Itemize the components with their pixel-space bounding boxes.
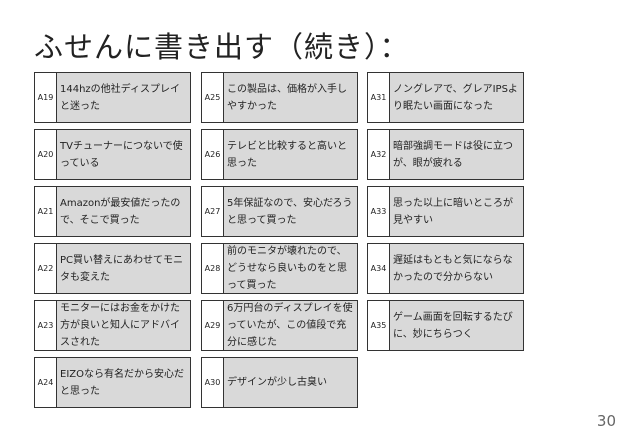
note-id: A35 bbox=[367, 300, 389, 351]
note-id: A26 bbox=[201, 129, 223, 180]
note-text: 暗部強調モードは役に立つが、眼が疲れる bbox=[389, 129, 524, 180]
note-id: A23 bbox=[34, 300, 56, 351]
sticky-note-a30: A30 デザインが少し古臭い bbox=[201, 357, 358, 408]
note-id: A22 bbox=[34, 243, 56, 294]
note-id: A25 bbox=[201, 72, 223, 123]
note-text: 前のモニタが壊れたので、どうせなら良いものをと思って買った bbox=[223, 243, 358, 294]
sticky-note-a34: A34 遅延はもともと気にならなかったので分からない bbox=[367, 243, 524, 294]
sticky-note-a19: A19 144hzの他社ディスプレイと迷った bbox=[34, 72, 191, 123]
note-text: テレビと比較すると高いと思った bbox=[223, 129, 358, 180]
note-text: 144hzの他社ディスプレイと迷った bbox=[56, 72, 191, 123]
sticky-note-a26: A26 テレビと比較すると高いと思った bbox=[201, 129, 358, 180]
note-text: 遅延はもともと気にならなかったので分からない bbox=[389, 243, 524, 294]
sticky-note-a32: A32 暗部強調モードは役に立つが、眼が疲れる bbox=[367, 129, 524, 180]
note-id: A21 bbox=[34, 186, 56, 237]
sticky-note-a25: A25 この製品は、価格が入手しやすかった bbox=[201, 72, 358, 123]
note-id: A27 bbox=[201, 186, 223, 237]
note-text: モニターにはお金をかけた方が良いと知人にアドバイスされた bbox=[56, 300, 191, 351]
note-id: A19 bbox=[34, 72, 56, 123]
note-text: EIZOなら有名だから安心だと思った bbox=[56, 357, 191, 408]
note-id: A28 bbox=[201, 243, 223, 294]
note-id: A24 bbox=[34, 357, 56, 408]
note-id: A33 bbox=[367, 186, 389, 237]
sticky-note-a27: A27 5年保証なので、安心だろうと思って買った bbox=[201, 186, 358, 237]
note-id: A29 bbox=[201, 300, 223, 351]
sticky-note-a31: A31 ノングレアで、グレアIPSより眠たい画面になった bbox=[367, 72, 524, 123]
note-id: A31 bbox=[367, 72, 389, 123]
sticky-note-a23: A23 モニターにはお金をかけた方が良いと知人にアドバイスされた bbox=[34, 300, 191, 351]
note-text: TVチューナーにつないで使っている bbox=[56, 129, 191, 180]
sticky-note-column-1: A19 144hzの他社ディスプレイと迷った A20 TVチューナーにつないで使… bbox=[34, 72, 191, 414]
note-id: A20 bbox=[34, 129, 56, 180]
sticky-note-a35: A35 ゲーム画面を回転するたびに、妙にちらつく bbox=[367, 300, 524, 351]
note-text: この製品は、価格が入手しやすかった bbox=[223, 72, 358, 123]
note-id: A30 bbox=[201, 357, 223, 408]
sticky-note-a20: A20 TVチューナーにつないで使っている bbox=[34, 129, 191, 180]
sticky-note-a21: A21 Amazonが最安値だったので、そこで買った bbox=[34, 186, 191, 237]
note-text: PC買い替えにあわせてモニタも変えた bbox=[56, 243, 191, 294]
note-text: 6万円台のディスプレイを使っていたが、この値段で充分に感じた bbox=[223, 300, 358, 351]
sticky-note-a33: A33 思った以上に暗いところが見やすい bbox=[367, 186, 524, 237]
note-text: ノングレアで、グレアIPSより眠たい画面になった bbox=[389, 72, 524, 123]
sticky-note-a22: A22 PC買い替えにあわせてモニタも変えた bbox=[34, 243, 191, 294]
note-text: デザインが少し古臭い bbox=[223, 357, 358, 408]
sticky-note-a28: A28 前のモニタが壊れたので、どうせなら良いものをと思って買った bbox=[201, 243, 358, 294]
note-text: 思った以上に暗いところが見やすい bbox=[389, 186, 524, 237]
sticky-note-a24: A24 EIZOなら有名だから安心だと思った bbox=[34, 357, 191, 408]
sticky-note-a29: A29 6万円台のディスプレイを使っていたが、この値段で充分に感じた bbox=[201, 300, 358, 351]
page-number: 30 bbox=[596, 412, 616, 430]
slide-title: ふせんに書き出す（続き）： bbox=[34, 30, 410, 64]
note-text: 5年保証なので、安心だろうと思って買った bbox=[223, 186, 358, 237]
sticky-note-column-2: A25 この製品は、価格が入手しやすかった A26 テレビと比較すると高いと思っ… bbox=[201, 72, 358, 414]
sticky-note-column-3: A31 ノングレアで、グレアIPSより眠たい画面になった A32 暗部強調モード… bbox=[367, 72, 524, 357]
note-id: A32 bbox=[367, 129, 389, 180]
note-id: A34 bbox=[367, 243, 389, 294]
note-text: Amazonが最安値だったので、そこで買った bbox=[56, 186, 191, 237]
note-text: ゲーム画面を回転するたびに、妙にちらつく bbox=[389, 300, 524, 351]
